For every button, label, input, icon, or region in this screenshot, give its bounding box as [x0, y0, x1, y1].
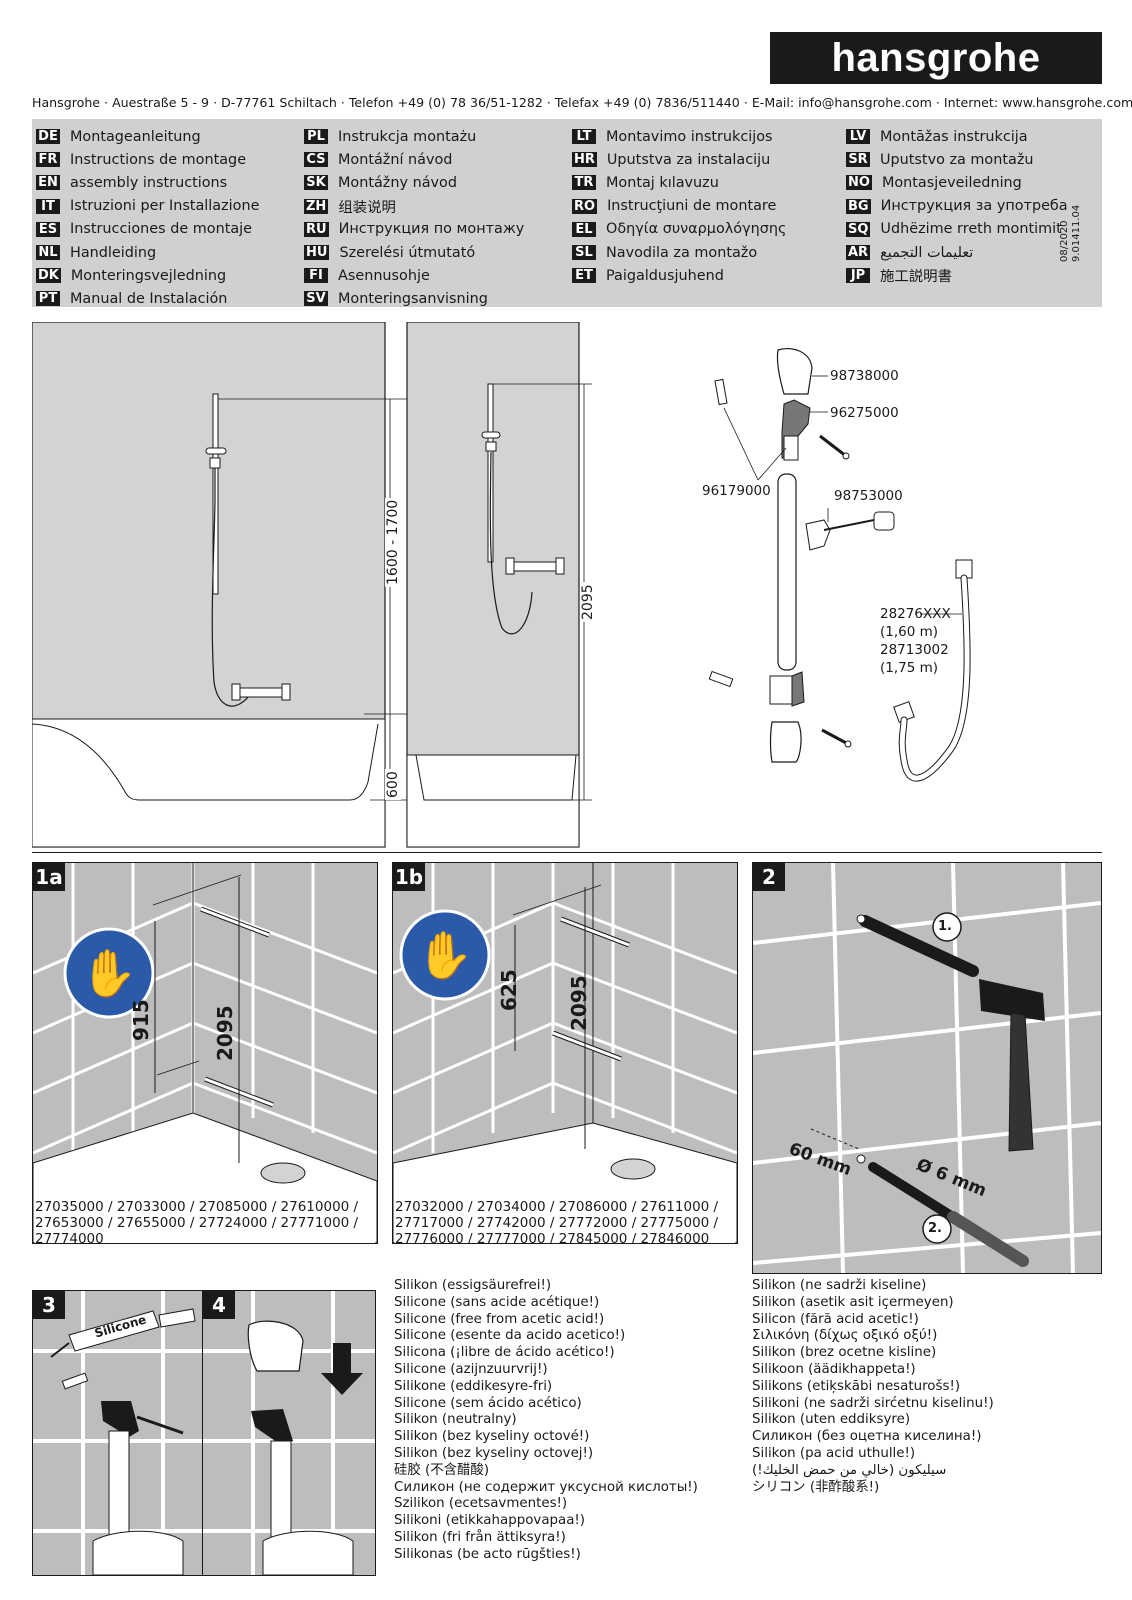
part-number-hose-a: 28276XXX: [880, 606, 951, 622]
part-number-slider: 98753000: [834, 488, 903, 504]
overview-drawings: [32, 322, 592, 848]
dimension-915: 915: [129, 999, 153, 1041]
step-4-panel: 4: [202, 1290, 376, 1576]
hose-a-length: (1,60 m): [880, 624, 939, 640]
models-list-1a: 27035000 / 27033000 / 27085000 / 2761000…: [35, 1199, 375, 1243]
gloves-icon: ✋: [80, 946, 137, 1000]
part-number-cap: 98738000: [830, 368, 899, 384]
step-2-panel: 2 1. 2. 60 mm Ø 6 mm: [752, 862, 1102, 1274]
brand-logo: hansgrohe: [770, 32, 1102, 84]
substep-1-label: 1.: [938, 919, 952, 934]
part-number-hose-b: 28713002: [880, 642, 949, 658]
document-reference: 08/2020 9.01411.04: [1059, 205, 1083, 262]
part-number-dowel: 96179000: [702, 483, 771, 499]
gloves-icon: ✋: [416, 928, 473, 982]
hammer-icon: [979, 979, 1045, 1021]
total-height-dimension: 2095: [580, 582, 596, 622]
step-3-panel: 3 Silicone: [32, 1290, 204, 1576]
step-number: 3: [33, 1291, 65, 1319]
substep-2-label: 2.: [928, 1221, 942, 1236]
step-4-illustration: [203, 1291, 375, 1575]
dimension-625: 625: [497, 969, 521, 1011]
step-1b-panel: ✋ 1b 625 2095 27032000 / 27034000 / 2708…: [392, 862, 738, 1244]
step-number: 4: [203, 1291, 235, 1319]
step-number: 2: [753, 863, 785, 891]
drill-bit-icon: [859, 915, 979, 977]
step-3-illustration: [33, 1291, 203, 1575]
arrow-down-icon: [321, 1343, 363, 1395]
step-1a-panel: ✋ 1a 915 2095 27035000 / 27033000 / 2708…: [32, 862, 378, 1244]
hose-b-length: (1,75 m): [880, 660, 939, 676]
step-number: 1a: [33, 863, 65, 891]
step-2-illustration: [753, 863, 1101, 1273]
section-divider: [32, 852, 1102, 854]
dimension-2095: 2095: [567, 975, 591, 1031]
silicone-tube-icon: [68, 1310, 160, 1352]
cap-icon: [247, 1320, 304, 1372]
step-1a-illustration: ✋: [33, 863, 377, 1243]
document-date: 08/2020: [1059, 220, 1070, 262]
step-1b-illustration: ✋: [393, 863, 737, 1243]
bathtub-installation-drawing: [32, 322, 407, 848]
step-number: 1b: [393, 863, 425, 891]
silicone-notes-left: Silikon (essigsäurefrei!) Silicone (sans…: [394, 1278, 698, 1562]
bar-height-dimension: 1600 - 1700: [385, 497, 401, 587]
company-address: Hansgrohe · Auestraße 5 - 9 · D-77761 Sc…: [32, 95, 1132, 110]
part-number-holder: 96275000: [830, 405, 899, 421]
tub-height-dimension: 600: [385, 769, 401, 800]
dimension-2095: 2095: [213, 1005, 237, 1061]
shower-installation-drawing: [406, 322, 592, 848]
silicone-notes-right: Silikon (ne sadrži kiseline) Silikon (as…: [752, 1278, 994, 1495]
document-number: 9.01411.04: [1071, 204, 1082, 262]
parts-exploded-view: [708, 347, 973, 782]
models-list-1b: 27032000 / 27034000 / 27086000 / 2761100…: [395, 1199, 735, 1243]
